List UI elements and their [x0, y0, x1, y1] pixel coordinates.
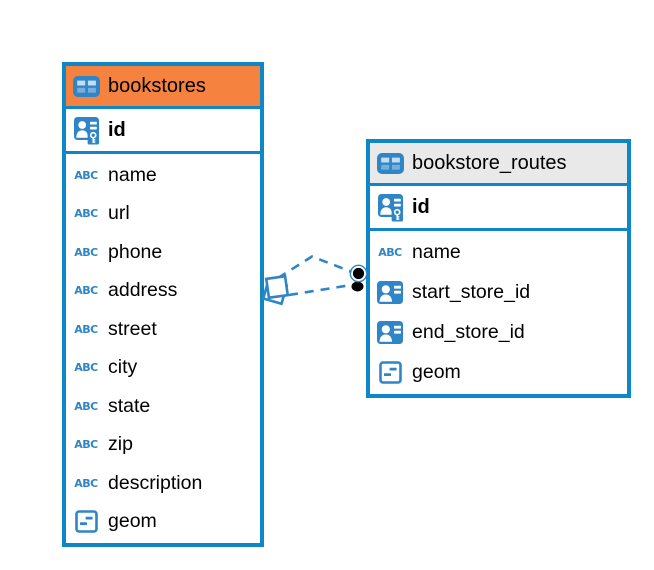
text-type-icon: ABC: [74, 168, 98, 182]
field-name: geom: [108, 510, 157, 533]
field-row-phone[interactable]: ABC phone: [66, 233, 260, 272]
field-row-zip[interactable]: ABC zip: [66, 425, 260, 464]
text-type-icon: ABC: [74, 284, 98, 298]
text-type-icon: ABC: [74, 476, 98, 490]
reference-type-icon: [376, 320, 404, 344]
field-row-description[interactable]: ABC description: [66, 464, 260, 503]
field-name: city: [108, 356, 138, 379]
field-name: zip: [108, 433, 133, 456]
table-bookstore-routes-header[interactable]: bookstore_routes: [370, 143, 627, 186]
field-name: geom: [412, 360, 461, 383]
field-row-geom[interactable]: geom: [66, 502, 260, 541]
geometry-type-icon: [72, 510, 100, 534]
field-row-start-store-id[interactable]: start_store_id: [370, 272, 627, 313]
field-name: name: [412, 241, 461, 264]
field-row-name[interactable]: ABC name: [66, 156, 260, 195]
field-name: description: [108, 471, 203, 494]
field-rows: ABC name ABC url ABC phone ABC address A…: [66, 154, 260, 543]
field-name: url: [108, 202, 130, 225]
field-row-geom[interactable]: geom: [370, 352, 627, 392]
field-row-end-store-id[interactable]: end_store_id: [370, 312, 627, 353]
field-name: state: [108, 394, 151, 417]
text-type-icon: ABC: [74, 322, 98, 336]
text-type-icon: ABC: [378, 246, 402, 260]
field-name: id: [412, 195, 430, 218]
field-row-street[interactable]: ABC street: [66, 310, 260, 349]
geometry-type-icon: [376, 360, 404, 384]
field-row-id[interactable]: id: [370, 186, 627, 231]
field-name: end_store_id: [412, 320, 525, 343]
table-bookstores: bookstores id ABC name ABC url ABC phone…: [62, 62, 264, 547]
field-row-id[interactable]: id: [66, 109, 260, 154]
field-name: street: [108, 317, 157, 340]
table-icon: [72, 75, 100, 97]
field-row-name[interactable]: ABC name: [370, 233, 627, 273]
field-name: start_store_id: [412, 281, 531, 304]
field-row-city[interactable]: ABC city: [66, 348, 260, 387]
text-type-icon: ABC: [74, 438, 98, 452]
table-title: bookstore_routes: [412, 151, 567, 174]
one-end-marker-dots: [349, 264, 368, 292]
field-row-address[interactable]: ABC address: [66, 271, 260, 310]
table-title: bookstores: [108, 74, 206, 97]
text-type-icon: ABC: [74, 361, 98, 375]
relationship-line-1[interactable]: [277, 255, 353, 280]
text-type-icon: ABC: [74, 207, 98, 221]
many-end-marker-squares: [261, 274, 290, 306]
field-rows: ABC name start_store_id end_store_id ge: [370, 231, 627, 394]
field-name: address: [108, 279, 178, 302]
field-name: id: [108, 118, 126, 141]
text-type-icon: ABC: [74, 399, 98, 413]
field-name: phone: [108, 240, 163, 263]
field-name: name: [108, 163, 157, 186]
table-icon: [376, 152, 404, 174]
text-type-icon: ABC: [74, 245, 98, 259]
relationship-line-2[interactable]: [288, 283, 352, 297]
table-bookstore-routes: bookstore_routes id ABC name start_store…: [366, 139, 631, 398]
reference-type-icon: [376, 281, 404, 305]
table-bookstores-header[interactable]: bookstores: [66, 66, 260, 109]
primary-key-icon: [376, 192, 404, 222]
field-row-url[interactable]: ABC url: [66, 194, 260, 233]
field-row-state[interactable]: ABC state: [66, 387, 260, 426]
primary-key-icon: [72, 115, 100, 145]
